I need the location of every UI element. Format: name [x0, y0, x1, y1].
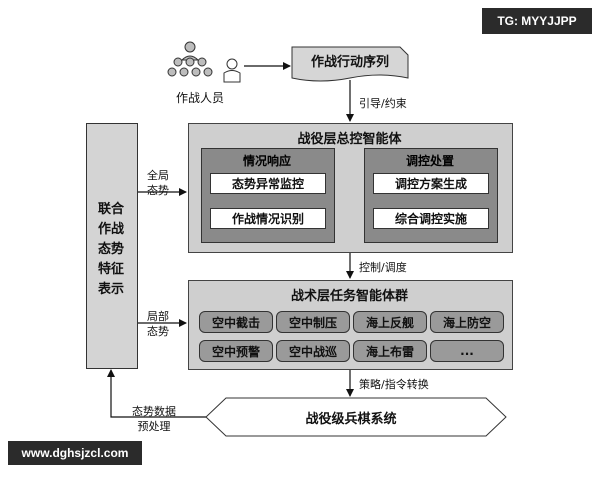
- joint-situation-representation-box: [86, 123, 138, 369]
- tactical-agent-group-title: 战术层任务智能体群: [290, 289, 408, 304]
- anomaly-monitoring-box: 态势异常监控: [210, 173, 326, 194]
- control-implementation-box: 综合调控实施: [373, 208, 489, 229]
- watermark-top: TG: MYYJJPP: [482, 8, 592, 34]
- agent-air-suppression: 空中制压: [276, 311, 350, 333]
- agent-anti-ship: 海上反舰: [353, 311, 427, 333]
- control-disposal-title: 调控处置: [405, 154, 454, 168]
- local-situation-label: 局部 态势: [147, 310, 169, 338]
- situation-recognition-box: 作战情况识别: [210, 208, 326, 229]
- watermark-bottom: www.dghsjzcl.com: [8, 441, 142, 465]
- action-sequence-document-shape: [291, 46, 409, 82]
- situation-preprocess-label: 态势数据 预处理: [132, 405, 176, 433]
- agent-sea-air-defense: 海上防空: [430, 311, 504, 333]
- guide-constrain-label: 引导/约束: [359, 97, 407, 110]
- joint-situation-representation-label: 联合 作战 态势 特征 表示: [97, 202, 124, 297]
- agent-air-intercept: 空中截击: [199, 311, 273, 333]
- agent-more: ...: [430, 340, 504, 362]
- action-sequence-label: 作战行动序列: [310, 55, 389, 70]
- control-schedule-label: 控制/调度: [359, 261, 407, 274]
- agent-air-patrol: 空中战巡: [276, 340, 350, 362]
- global-situation-label: 全局 态势: [147, 169, 169, 197]
- personnel-icon: [167, 41, 241, 83]
- strategy-command-label: 策略/指令转换: [359, 378, 429, 391]
- plan-generation-box: 调控方案生成: [373, 173, 489, 194]
- personnel-label: 作战人员: [176, 91, 225, 105]
- agent-air-early-warning: 空中预警: [199, 340, 273, 362]
- campaign-control-agent-title: 战役层总控智能体: [297, 132, 402, 147]
- simulation-system-label: 战役级兵棋系统: [305, 412, 397, 427]
- agent-sea-mine-laying: 海上布雷: [353, 340, 427, 362]
- situation-response-title: 情况响应: [242, 154, 291, 168]
